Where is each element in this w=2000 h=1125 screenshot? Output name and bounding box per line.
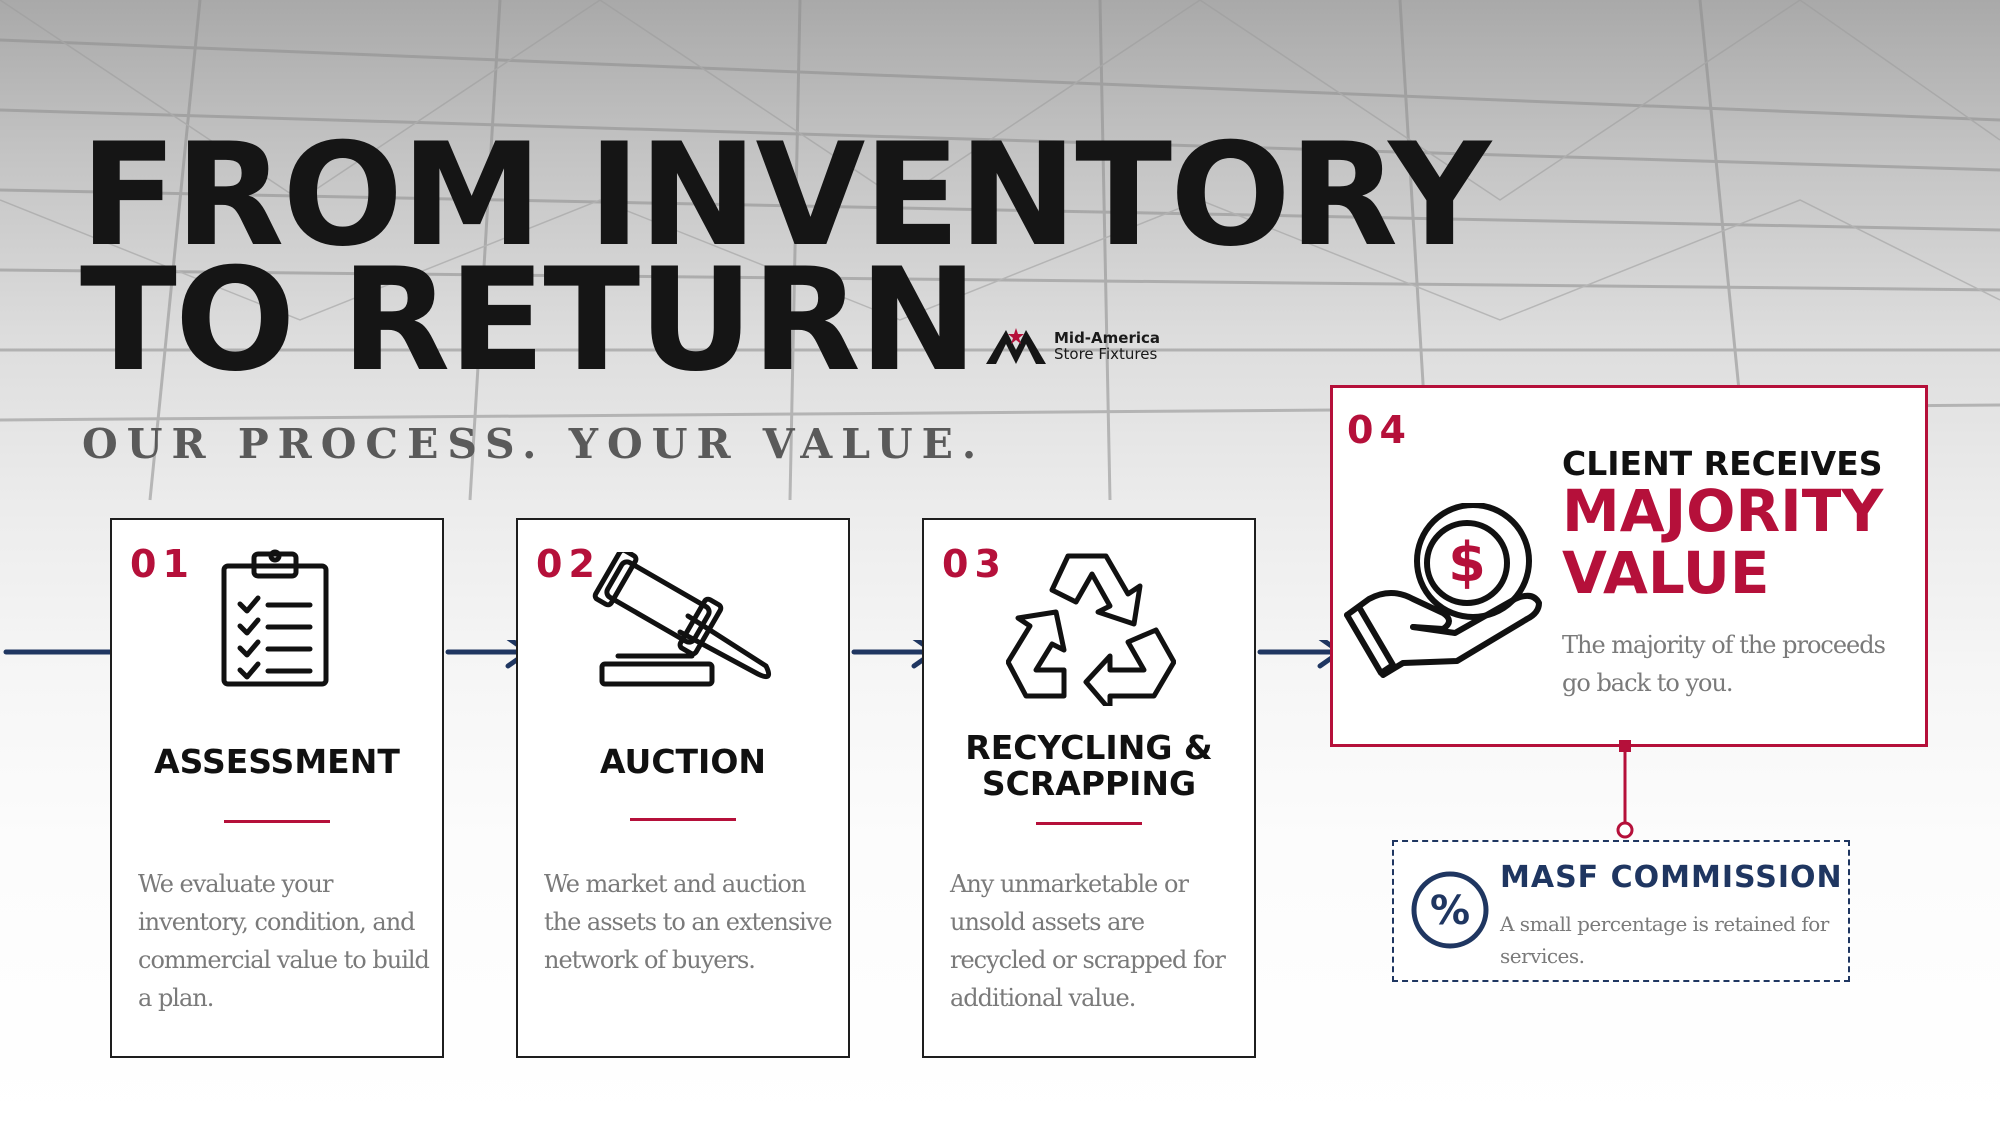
step-card-assessment: 01 ASSESSMENT We evaluate your inventory… [110, 518, 444, 1058]
mid-america-logo-icon [986, 328, 1046, 364]
step-card-client-receives: 04 $ CLIENT RECEIVES MAJORITY VALUE The … [1330, 385, 1928, 747]
company-logo: Mid-America Store Fixtures [984, 326, 1160, 366]
step-number: 04 [1347, 408, 1412, 452]
hand-coin-dollar-icon: $ [1344, 503, 1542, 678]
masf-commission-box: % MASF COMMISSION A small percentage is … [1392, 840, 1850, 982]
step-divider [1036, 822, 1142, 825]
commission-description: A small percentage is retained for servi… [1500, 912, 1829, 968]
step-description: Any unmarketable or unsold assets are re… [950, 870, 1226, 1012]
step-number: 03 [942, 542, 1007, 586]
commission-connector [1616, 740, 1634, 839]
arrow-3-to-4 [1257, 640, 1343, 669]
step-description: We market and auction the assets to an e… [544, 870, 833, 974]
step-divider [224, 820, 330, 823]
step-title-pre: CLIENT RECEIVES [1562, 444, 1883, 483]
step-card-recycling: 03 RECYCLING & SCRAPPING Any unmarketabl… [922, 518, 1256, 1058]
percent-icon: % [1411, 871, 1489, 949]
step-description: The majority of the proceeds go back to … [1562, 631, 1886, 697]
step-card-auction: 02 AUCTION We market and auction the ass… [516, 518, 850, 1058]
step-title-main: MAJORITY VALUE [1562, 477, 1884, 607]
subtitle: OUR PROCESS. YOUR VALUE. [82, 420, 986, 468]
step-title: RECYCLING & SCRAPPING [924, 730, 1254, 802]
svg-text:$: $ [1448, 531, 1486, 594]
title-line-1: FROM INVENTORY [80, 113, 1491, 278]
recycle-icon [1006, 553, 1176, 706]
gavel-icon [592, 552, 772, 687]
title-line-2: TO RETURN [80, 238, 978, 403]
step-description: We evaluate your inventory, condition, a… [138, 870, 430, 1012]
clipboard-checklist-icon [221, 549, 329, 687]
commission-title: MASF COMMISSION [1500, 860, 1843, 895]
svg-text:%: % [1430, 888, 1470, 934]
step-number: 02 [536, 542, 601, 586]
logo-line-1: Mid-America [1054, 329, 1160, 347]
step-number: 01 [130, 542, 195, 586]
step-title: AUCTION [600, 742, 766, 781]
step-title: ASSESSMENT [154, 742, 400, 781]
step-title-line-2: SCRAPPING [981, 764, 1197, 803]
step-title-line-1: RECYCLING & [965, 728, 1213, 767]
step-divider [630, 818, 736, 821]
logo-line-2: Store Fixtures [1054, 345, 1158, 363]
